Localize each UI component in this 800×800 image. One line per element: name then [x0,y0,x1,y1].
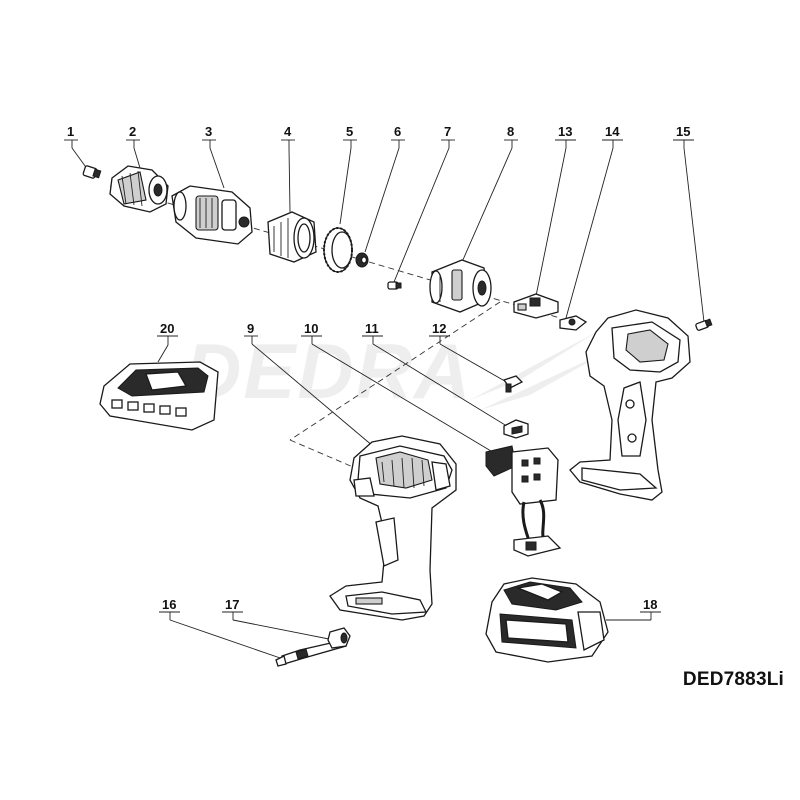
part-11-switch-cap [503,419,529,439]
part-label-4: 4 [284,124,292,139]
part-2-keyless-chuck [109,165,169,213]
part-label-3: 3 [205,124,212,139]
part-label-1: 1 [67,124,74,139]
part-label-7: 7 [444,124,451,139]
part-label-13: 13 [558,124,572,139]
model-code: DED7883Li [682,669,784,690]
part-label-12: 12 [432,321,446,336]
part-9-housing-half-left [329,435,457,621]
part-label-14: 14 [605,124,620,139]
dedra-watermark-logo: DEDRA [185,327,610,415]
part-label-18: 18 [643,597,657,612]
part-3-gearbox [171,185,253,245]
part-12-wire-terminal [502,375,524,393]
part-label-8: 8 [507,124,514,139]
part-1-chuck-screw [82,165,102,179]
part-20-charger [99,361,219,431]
part-18-battery-pack [485,577,609,663]
svg-text:DEDRA: DEDRA [185,327,472,415]
leader-lines [71,140,705,661]
part-16-screwdriver-bit [275,639,347,667]
part-number-labels: 1 2 3 4 5 6 7 8 13 14 15 20 9 10 11 12 1… [67,124,690,612]
part-4-gear-ring-housing [267,211,317,263]
part-label-9: 9 [247,321,254,336]
part-8-motor [429,259,492,313]
part-label-5: 5 [346,124,353,139]
part-14-direction-lever [559,315,588,331]
part-17-bit-holder [327,627,351,649]
part-13-switch-module [513,293,559,319]
label-underlines [64,139,694,613]
part-label-2: 2 [129,124,136,139]
part-6-pinion-gear [355,252,369,268]
part-label-17: 17 [225,597,239,612]
part-5-ring-gear [323,227,353,273]
part-7-motor-screw [387,281,402,290]
part-label-11: 11 [365,321,379,336]
part-label-16: 16 [162,597,176,612]
part-label-6: 6 [394,124,401,139]
part-label-20: 20 [160,321,174,336]
part-label-15: 15 [676,124,690,139]
part-15-housing-screw [695,318,713,331]
housing-half-right [569,309,691,501]
part-label-10: 10 [304,321,318,336]
part-10-trigger-switch [485,445,562,557]
